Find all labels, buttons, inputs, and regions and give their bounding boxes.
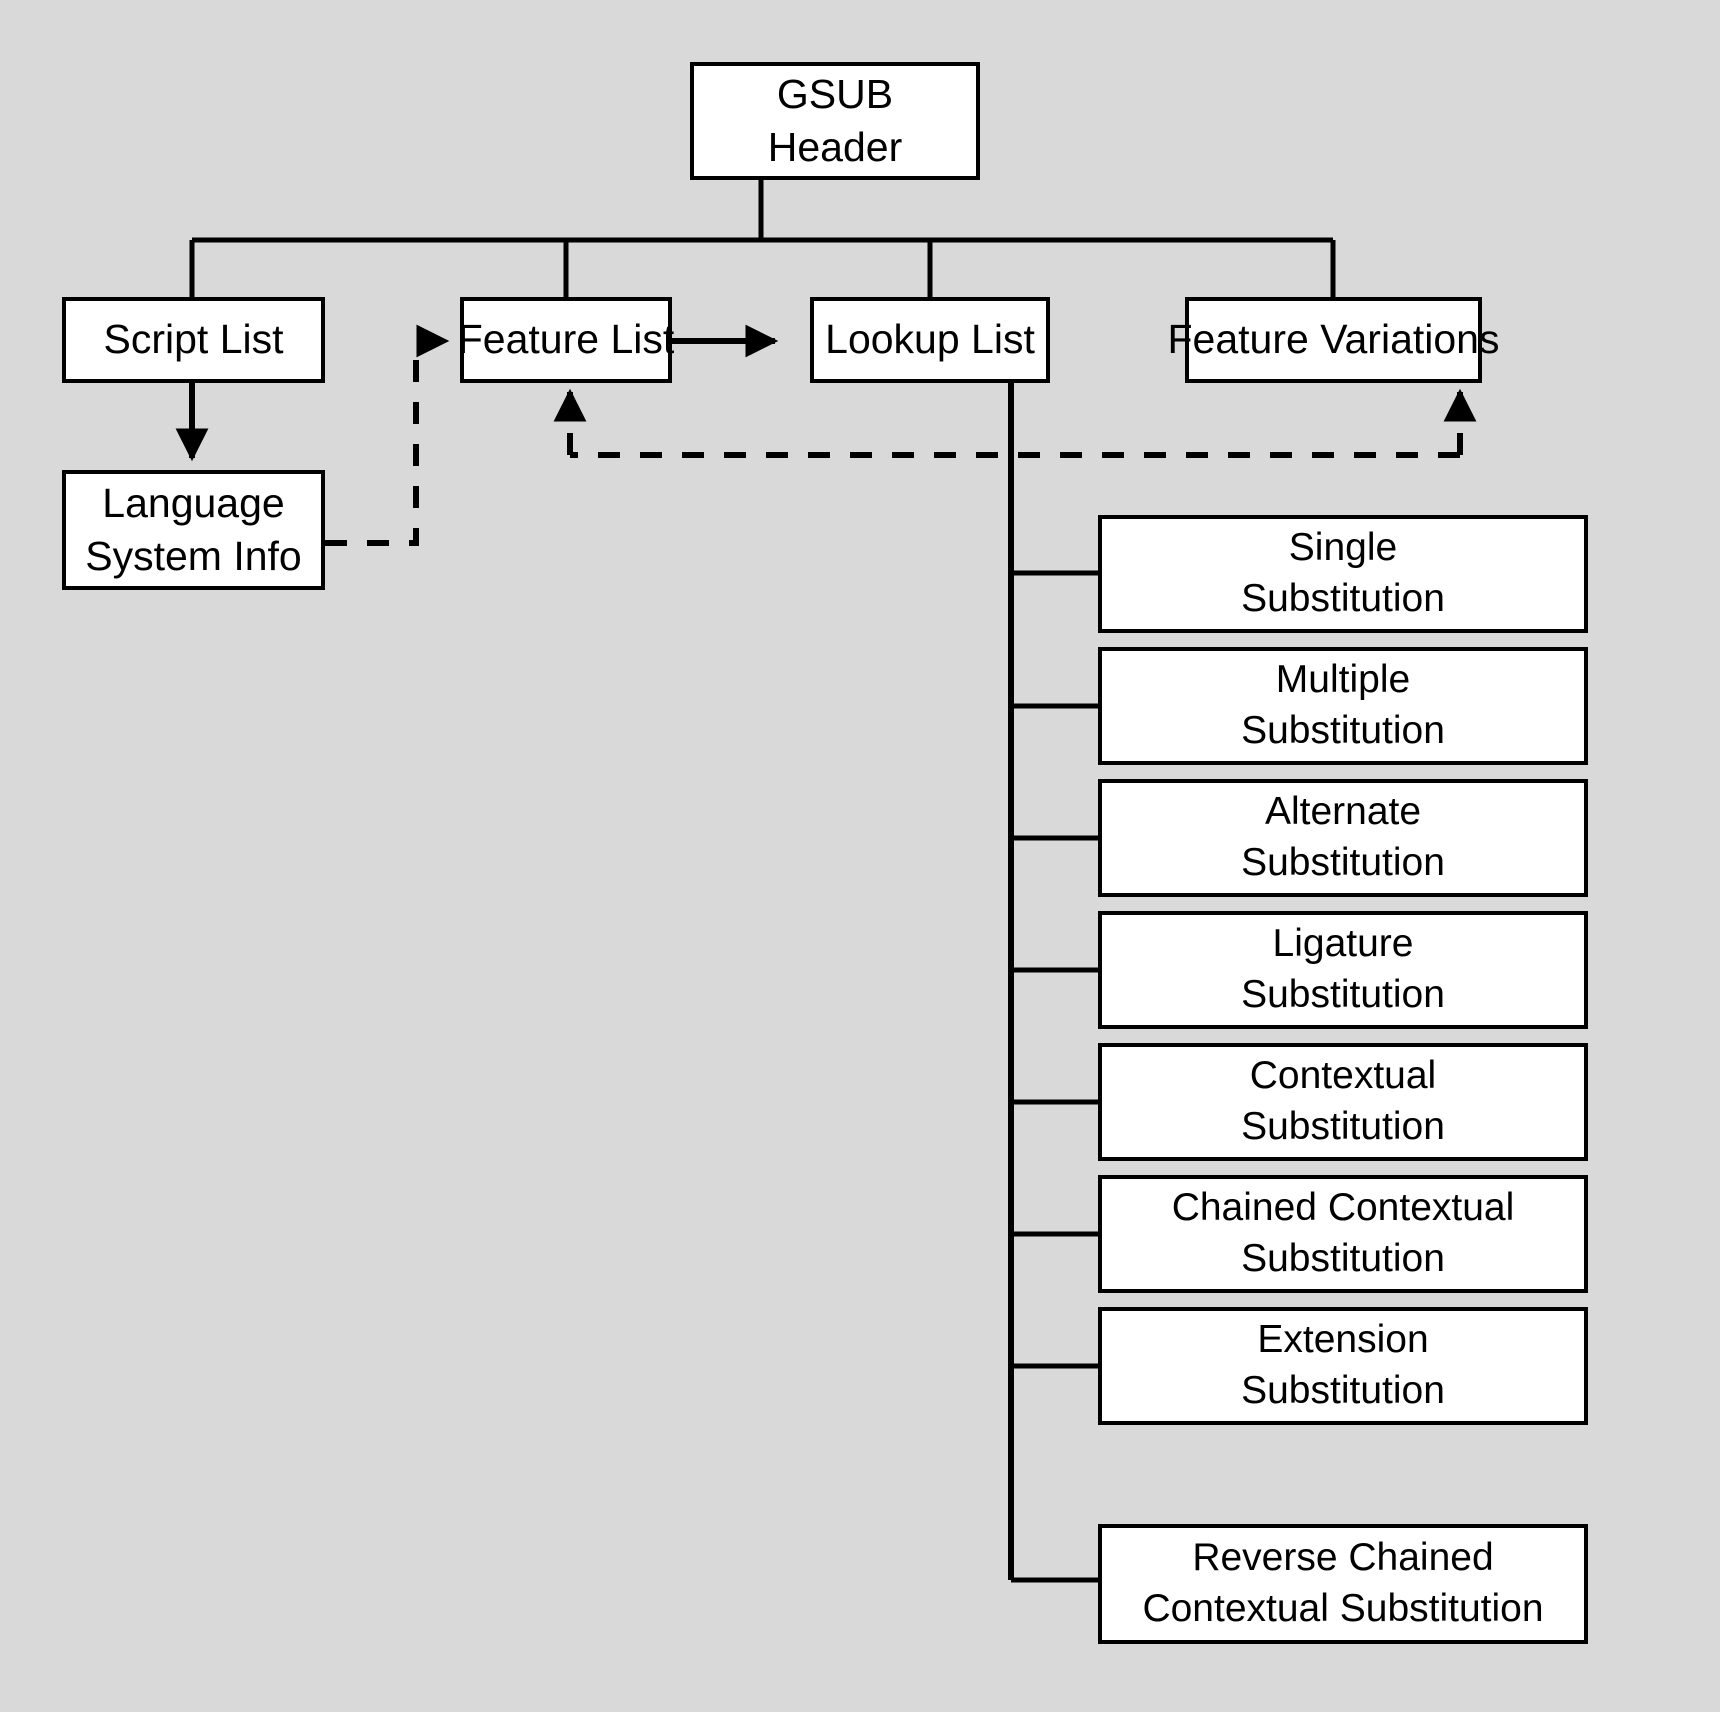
node-lookup-type-2[interactable]: Alternate Substitution <box>1098 779 1588 897</box>
node-lookup-type-5-line1: Chained Contextual <box>1171 1186 1515 1230</box>
node-feature-list[interactable]: Feature List <box>457 297 675 383</box>
node-lookup-type-0-line1: Single <box>1288 526 1398 570</box>
node-lookup-type-3-line1: Ligature <box>1272 922 1414 966</box>
node-lookup-type-6-line2: Substitution <box>1241 1369 1445 1412</box>
node-gsub-header-line2: Header <box>767 124 903 170</box>
node-lookup-type-3[interactable]: Ligature Substitution <box>1098 911 1588 1029</box>
node-lookup-type-2-line2: Substitution <box>1241 841 1445 884</box>
node-lookup-type-1-line1: Multiple <box>1275 658 1411 702</box>
edge-language-system-info-to-feature-list <box>325 324 450 546</box>
node-feature-list-label: Feature List <box>457 316 675 363</box>
node-lookup-list[interactable]: Lookup List <box>810 297 1050 383</box>
node-lookup-type-5[interactable]: Chained Contextual Substitution <box>1098 1175 1588 1293</box>
node-script-list[interactable]: Script List <box>62 297 325 383</box>
node-feature-variations[interactable]: Feature Variations <box>1168 297 1499 383</box>
node-lookup-type-0-line2: Substitution <box>1241 577 1445 620</box>
node-language-system-info-line2: System Info <box>85 533 302 579</box>
node-lookup-type-7-line1: Reverse Chained <box>1192 1536 1494 1580</box>
node-lookup-type-4-line2: Substitution <box>1241 1105 1445 1148</box>
node-lookup-type-7-line2: Contextual Substitution <box>1142 1587 1544 1630</box>
node-lookup-type-7[interactable]: Reverse Chained Contextual Substitution <box>1098 1524 1588 1644</box>
node-gsub-header[interactable]: GSUB Header <box>690 62 980 180</box>
node-lookup-type-6[interactable]: Extension Substitution <box>1098 1307 1588 1425</box>
node-script-list-label: Script List <box>103 316 284 363</box>
node-lookup-list-label: Lookup List <box>825 316 1035 363</box>
node-language-system-info[interactable]: Language System Info <box>62 470 325 590</box>
node-language-system-info-line1: Language <box>102 479 285 526</box>
node-lookup-type-5-line2: Substitution <box>1241 1237 1445 1280</box>
node-lookup-type-0[interactable]: Single Substitution <box>1098 515 1588 633</box>
node-lookup-type-4-line1: Contextual <box>1249 1054 1437 1098</box>
node-feature-variations-label: Feature Variations <box>1167 316 1500 363</box>
node-lookup-type-1[interactable]: Multiple Substitution <box>1098 647 1588 765</box>
node-lookup-type-2-line1: Alternate <box>1264 790 1422 834</box>
node-lookup-type-6-line1: Extension <box>1257 1318 1429 1362</box>
node-lookup-type-3-line2: Substitution <box>1241 973 1445 1016</box>
node-gsub-header-line1: GSUB <box>776 70 894 117</box>
node-lookup-type-1-line2: Substitution <box>1241 709 1445 752</box>
node-lookup-type-4[interactable]: Contextual Substitution <box>1098 1043 1588 1161</box>
